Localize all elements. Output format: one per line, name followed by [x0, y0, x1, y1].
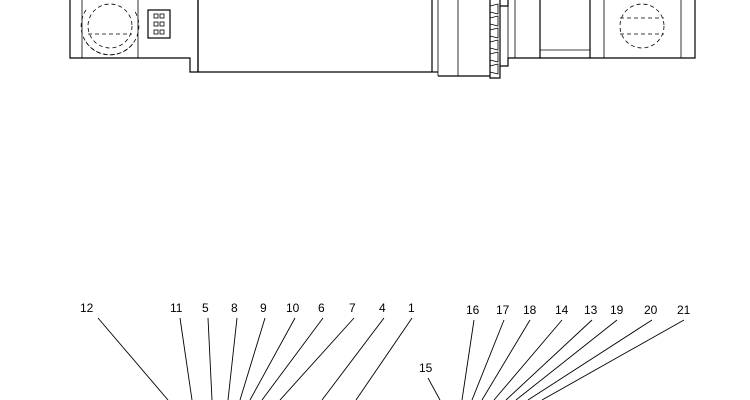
callout-15: 15 — [419, 361, 433, 375]
callout-8: 8 — [231, 301, 238, 315]
leader-8 — [227, 317, 238, 400]
callout-6: 6 — [318, 301, 325, 315]
callout-17: 17 — [496, 303, 510, 317]
callout-labels: 12 11 5 8 9 10 6 7 4 1 15 16 17 18 14 13… — [80, 301, 691, 375]
right-end-block — [589, 0, 696, 59]
callout-20: 20 — [644, 303, 658, 317]
callout-5: 5 — [202, 301, 209, 315]
leader-17 — [471, 319, 505, 400]
leader-14 — [493, 319, 563, 400]
left-end-block — [69, 0, 199, 73]
cylinder-assembly — [69, 0, 696, 79]
piston-rod — [500, 0, 590, 67]
leader-15 — [427, 377, 441, 400]
leader-18 — [481, 319, 531, 400]
leader-7 — [279, 317, 355, 400]
leader-5 — [207, 317, 213, 400]
callout-1: 1 — [408, 301, 415, 315]
callout-21: 21 — [677, 303, 691, 317]
leader-10 — [249, 317, 296, 400]
leader-1 — [355, 317, 413, 400]
leader-12 — [97, 317, 169, 400]
callout-12: 12 — [80, 301, 94, 315]
gland-nut — [489, 0, 501, 79]
callout-11: 11 — [170, 301, 183, 315]
callout-16: 16 — [466, 303, 480, 317]
leader-6 — [261, 317, 324, 400]
leader-19 — [515, 319, 618, 400]
callout-18: 18 — [523, 303, 537, 317]
callout-14: 14 — [555, 303, 569, 317]
leader-4 — [321, 317, 385, 400]
leader-9 — [239, 317, 266, 400]
leader-lines — [97, 317, 685, 400]
leader-16 — [461, 319, 475, 400]
callout-19: 19 — [610, 303, 624, 317]
callout-13: 13 — [584, 303, 598, 317]
leader-13 — [505, 319, 593, 400]
callout-10: 10 — [286, 301, 300, 315]
leader-11 — [179, 317, 193, 400]
callout-7: 7 — [349, 301, 356, 315]
leader-21 — [541, 319, 685, 400]
cylinder-barrel — [197, 0, 490, 77]
callout-9: 9 — [260, 301, 267, 315]
leader-20 — [527, 319, 653, 400]
callout-4: 4 — [379, 301, 386, 315]
